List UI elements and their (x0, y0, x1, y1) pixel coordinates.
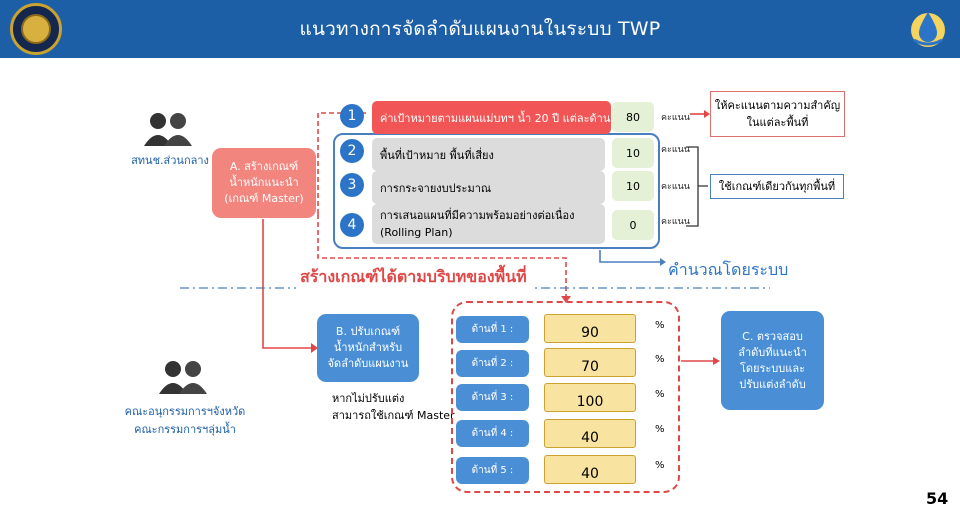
central-group-label: สทนช.ส่วนกลาง (131, 154, 209, 167)
criterion-2-bar: พื้นที่เป้าหมาย พื้นที่เสี่ยง (372, 138, 605, 171)
people-icon (159, 361, 207, 394)
criterion-1-score: 80 (612, 102, 654, 132)
percent-sign: % (655, 389, 665, 400)
area-context-title: สร้างเกณฑ์ได้ตามบริบทของพื้นที่ (296, 265, 531, 290)
box-a-master-criteria: A. สร้างเกณฑ์ น้ำหนักแนะนำ (เกณฑ์ Master… (212, 148, 316, 218)
criterion-3-score: 10 (612, 171, 654, 201)
criterion-4-score: 0 (612, 210, 654, 240)
same-criteria-note: ใช้เกณฑ์เดียวกันทุกพื้นที่ (710, 174, 844, 199)
percent-sign: % (655, 354, 665, 365)
score-unit: คะแนน (661, 113, 690, 123)
percent-sign: % (655, 320, 665, 331)
calculated-by-system-label: คำนวณโดยระบบ (668, 260, 789, 279)
score-unit: คะแนน (661, 182, 690, 192)
criterion-number: 1 (340, 104, 364, 128)
criterion-number: 2 (340, 139, 364, 163)
criterion-number: 4 (340, 213, 364, 237)
area-weights-frame (451, 301, 680, 493)
no-adjust-note: หากไม่ปรับแต่ง สามารถใช้เกณฑ์ Master (332, 392, 455, 422)
page-number: 54 (926, 489, 949, 508)
weighted-note: ให้คะแนนตามความสำคัญ ในแต่ละพื้นที่ (710, 91, 845, 137)
area-4-label: ด้านที่ 4 : (456, 420, 529, 447)
header-bar: แนวทางการจัดลำดับแผนงานในระบบ TWP (0, 0, 960, 58)
score-unit: คะแนน (661, 145, 690, 155)
percent-sign: % (655, 424, 665, 435)
criterion-number: 3 (340, 173, 364, 197)
area-2-value: 70 (544, 348, 636, 377)
area-1-value: 90 (544, 314, 636, 343)
area-3-label: ด้านที่ 3 : (456, 384, 529, 411)
area-5-value: 40 (544, 455, 636, 484)
criterion-2-score: 10 (612, 138, 654, 168)
criteria-frame (333, 133, 660, 249)
water-drop-logo-icon (911, 12, 945, 47)
criterion-3-bar: การกระจายงบประมาณ (372, 171, 605, 204)
area-3-value: 100 (544, 383, 636, 412)
area-1-label: ด้านที่ 1 : (456, 316, 529, 343)
ministry-seal-icon (10, 3, 62, 55)
area-2-label: ด้านที่ 2 : (456, 350, 529, 377)
area-4-value: 40 (544, 419, 636, 448)
box-c-review-ranking: C. ตรวจสอบ ลำดับที่แนะนำ โดยระบบและ ปรับ… (721, 311, 824, 410)
percent-sign: % (655, 460, 665, 471)
score-unit: คะแนน (661, 217, 690, 227)
criterion-1-bar: ค่าเป้าหมายตามแผนแม่บทฯ น้ำ 20 ปี แต่ละด… (372, 101, 611, 134)
people-icon (144, 113, 192, 146)
area-5-label: ด้านที่ 5 : (456, 457, 529, 484)
page-title: แนวทางการจัดลำดับแผนงานในระบบ TWP (299, 18, 661, 40)
provincial-group-label: คณะอนุกรรมการฯจังหวัด คณะกรรมการฯลุ่มน้ำ (124, 405, 246, 436)
box-b-adjust-criteria: B. ปรับเกณฑ์ น้ำหนักสำหรับ จัดลำดับแผนงา… (317, 314, 419, 382)
criterion-4-bar: การเสนอแผนที่มีความพร้อมอย่างต่อเนื่อง (… (372, 204, 605, 244)
